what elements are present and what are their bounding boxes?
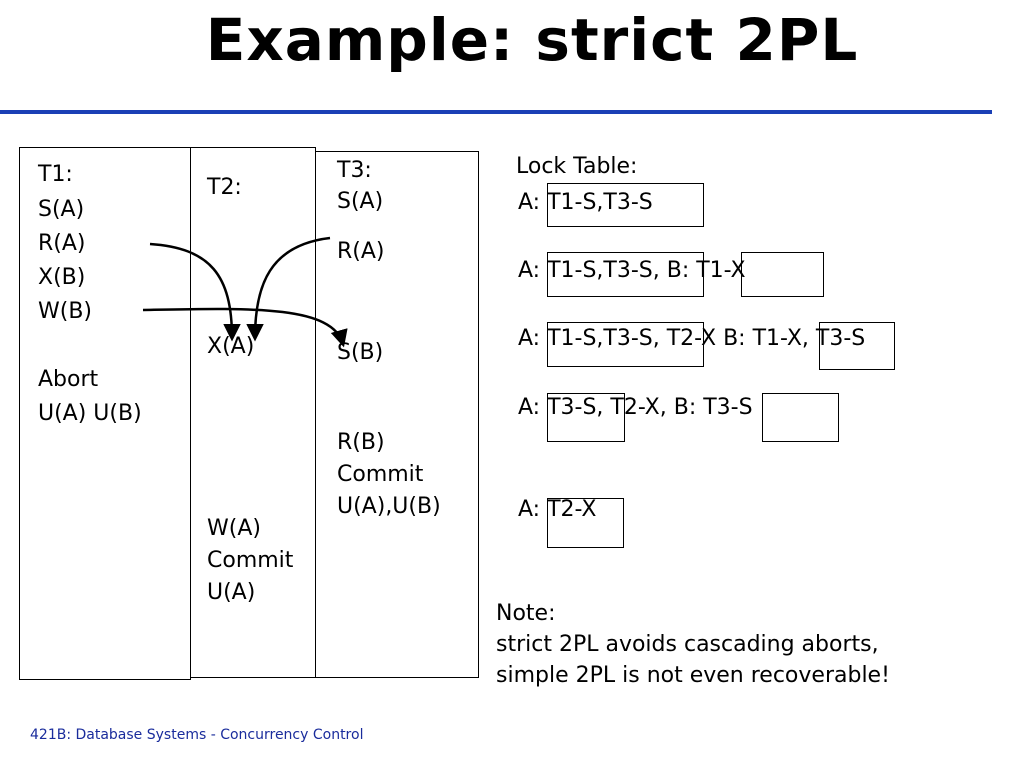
lock-highlight-box xyxy=(547,252,704,297)
t3-read-a: R(A) xyxy=(337,239,385,264)
lock-table-row: A: T2-X xyxy=(518,497,597,522)
t1-op-read-a: R(A) xyxy=(38,231,86,256)
note-block: Note: strict 2PL avoids cascading aborts… xyxy=(496,598,890,691)
t1-column xyxy=(19,147,191,680)
lock-table-title: Lock Table: xyxy=(516,154,638,179)
lock-highlight-box xyxy=(762,393,839,442)
arrow-t1-read-a-to-t2-lock xyxy=(149,242,241,342)
slide-footer: 421B: Database Systems - Concurrency Con… xyxy=(30,727,364,743)
lock-table-row: A: T1-S,T3-S xyxy=(518,190,653,215)
t1-unlock: U(A) U(B) xyxy=(38,401,142,426)
t2-unlock: U(A) xyxy=(207,580,256,605)
t3-column xyxy=(315,151,479,678)
lock-table-row: A: T1-S,T3-S, B: T1-X xyxy=(518,258,746,283)
t3-header: T3: xyxy=(337,158,372,183)
t1-op-share-a: S(A) xyxy=(38,197,85,222)
t1-header: T1: xyxy=(38,162,73,187)
t2-write-a: W(A) xyxy=(207,516,261,541)
lock-highlight-box xyxy=(819,322,895,370)
t3-unlock: U(A),U(B) xyxy=(337,494,441,519)
lock-table-row: A: T3-S, T2-X, B: T3-S xyxy=(518,395,753,420)
note-label: Note: xyxy=(496,601,556,626)
lock-highlight-box xyxy=(547,393,625,442)
arrow-t1-write-b-to-t3-lock xyxy=(142,307,348,348)
t3-read-b: R(B) xyxy=(337,430,385,455)
t1-op-exclusive-b: X(B) xyxy=(38,265,86,290)
t1-abort: Abort xyxy=(38,367,99,392)
t2-header: T2: xyxy=(207,175,242,200)
slide-title: Example: strict 2PL xyxy=(205,6,859,74)
note-line-2: simple 2PL is not even recoverable! xyxy=(496,663,890,688)
t1-op-write-b: W(B) xyxy=(38,299,93,324)
t3-commit: Commit xyxy=(337,462,424,487)
title-rule xyxy=(0,110,992,114)
lock-highlight-box xyxy=(547,183,704,227)
lock-table-row: A: T1-S,T3-S, T2-X B: T1-X, T3-S xyxy=(518,326,866,351)
t2-commit: Commit xyxy=(207,548,294,573)
t3-lock-share-a: S(A) xyxy=(337,189,384,214)
arrow-t3-read-a-to-t2-lock xyxy=(246,236,331,342)
note-line-1: strict 2PL avoids cascading aborts, xyxy=(496,632,879,657)
lock-highlight-box xyxy=(547,322,704,367)
lock-highlight-box xyxy=(741,252,824,297)
lock-highlight-box xyxy=(547,498,624,548)
